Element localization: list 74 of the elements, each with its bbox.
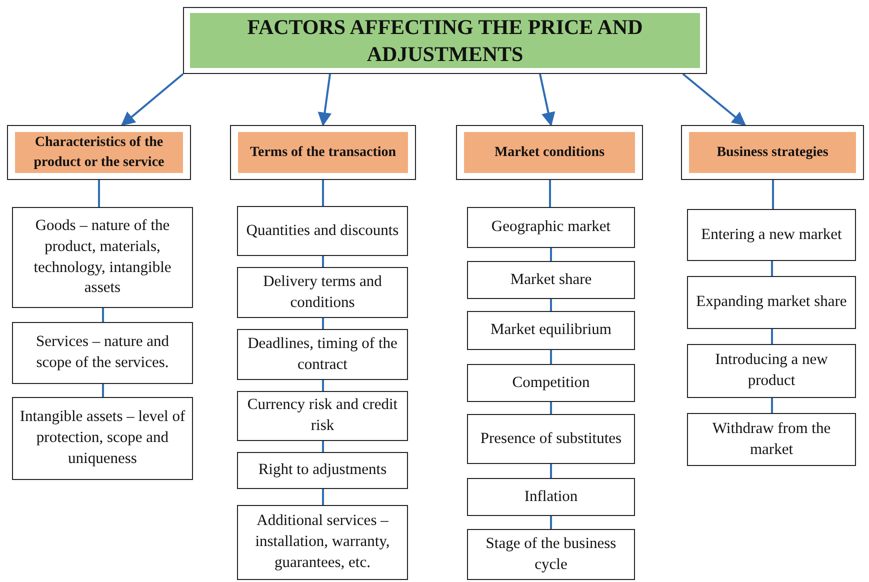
factor-box bbox=[467, 478, 635, 516]
factor-text: Delivery terms and conditions bbox=[262, 272, 383, 312]
factor-text: Market share bbox=[509, 270, 593, 290]
category-box bbox=[681, 125, 864, 180]
arrow bbox=[120, 73, 184, 126]
factor-box bbox=[12, 397, 193, 480]
factor-box bbox=[467, 364, 635, 402]
factor-text: Quantities and discounts bbox=[245, 220, 400, 241]
factor-text: Competition bbox=[511, 372, 591, 393]
factor-text: Withdraw from the market bbox=[711, 418, 832, 460]
category-box bbox=[456, 125, 643, 180]
factor-text: Inflation bbox=[523, 486, 579, 507]
factor-box bbox=[237, 329, 408, 380]
factor-text: Market equilibrium bbox=[490, 320, 612, 340]
factor-box bbox=[467, 529, 635, 580]
factor-text: Expanding market share bbox=[695, 292, 848, 312]
arrow bbox=[539, 74, 556, 126]
factor-text: Right to adjustments bbox=[257, 460, 388, 480]
connector-line bbox=[322, 441, 324, 452]
factor-text: Introducing a new product bbox=[714, 350, 829, 391]
connector-line bbox=[550, 516, 552, 529]
connector-line bbox=[550, 299, 552, 311]
factor-box bbox=[687, 209, 856, 261]
connector-line bbox=[98, 180, 100, 207]
category-box bbox=[230, 125, 416, 180]
factor-text: Intangible assets – level of protection, scope and uniqueness bbox=[18, 407, 186, 469]
factor-box bbox=[237, 267, 408, 318]
connector-line bbox=[322, 489, 324, 505]
factor-text: Currency risk and credit risk bbox=[246, 395, 399, 436]
title-box bbox=[183, 7, 707, 74]
factor-box bbox=[687, 344, 856, 398]
factor-box bbox=[237, 391, 408, 441]
factor-box bbox=[12, 207, 193, 308]
factor-box bbox=[467, 207, 635, 248]
factor-box bbox=[237, 505, 408, 580]
arrow bbox=[682, 73, 746, 126]
category-label: Characteristics of the product or the service bbox=[32, 134, 166, 172]
arrow bbox=[318, 74, 332, 126]
factor-text: Deadlines, timing of the contract bbox=[246, 334, 398, 374]
connector-line bbox=[549, 180, 551, 207]
connector-line bbox=[550, 464, 552, 478]
connector-line bbox=[771, 329, 773, 344]
factor-box bbox=[467, 414, 635, 464]
connector-line bbox=[322, 180, 324, 206]
connector-line bbox=[322, 380, 324, 391]
factor-box bbox=[12, 322, 193, 384]
connector-line bbox=[550, 248, 552, 261]
factor-box bbox=[237, 206, 408, 256]
connector-line bbox=[772, 180, 774, 209]
factor-text: Presence of substitutes bbox=[479, 428, 623, 449]
factor-text: Services – nature and scope of the services. bbox=[35, 332, 170, 373]
factor-text: Geographic market bbox=[490, 217, 612, 238]
connector-line bbox=[550, 350, 552, 364]
factor-text: Goods – nature of the product, materials, technology, intangible assets bbox=[32, 216, 172, 298]
category-label: Terms of the transaction bbox=[248, 144, 398, 162]
factor-text: Additional services – installation, warranty, guarantees, etc. bbox=[254, 511, 391, 573]
factor-text: Entering a new market bbox=[700, 224, 843, 245]
category-label: Market conditions bbox=[493, 144, 606, 162]
connector-line bbox=[102, 308, 104, 322]
factor-box bbox=[687, 276, 856, 329]
factor-box bbox=[467, 311, 635, 350]
connector-line bbox=[771, 261, 773, 276]
connector-line bbox=[550, 402, 552, 414]
category-label: Business strategies bbox=[716, 144, 830, 162]
title-text: FACTORS AFFECTING THE PRICE AND ADJUSTMENTS bbox=[246, 14, 644, 67]
connector-line bbox=[771, 398, 773, 413]
connector-line bbox=[322, 256, 324, 267]
factor-box bbox=[687, 413, 856, 466]
connector-line bbox=[102, 384, 104, 397]
factor-box bbox=[237, 452, 408, 489]
factor-text: Stage of the business cycle bbox=[484, 534, 618, 574]
connector-line bbox=[322, 318, 324, 329]
factor-box bbox=[467, 261, 635, 299]
category-box bbox=[7, 125, 191, 180]
